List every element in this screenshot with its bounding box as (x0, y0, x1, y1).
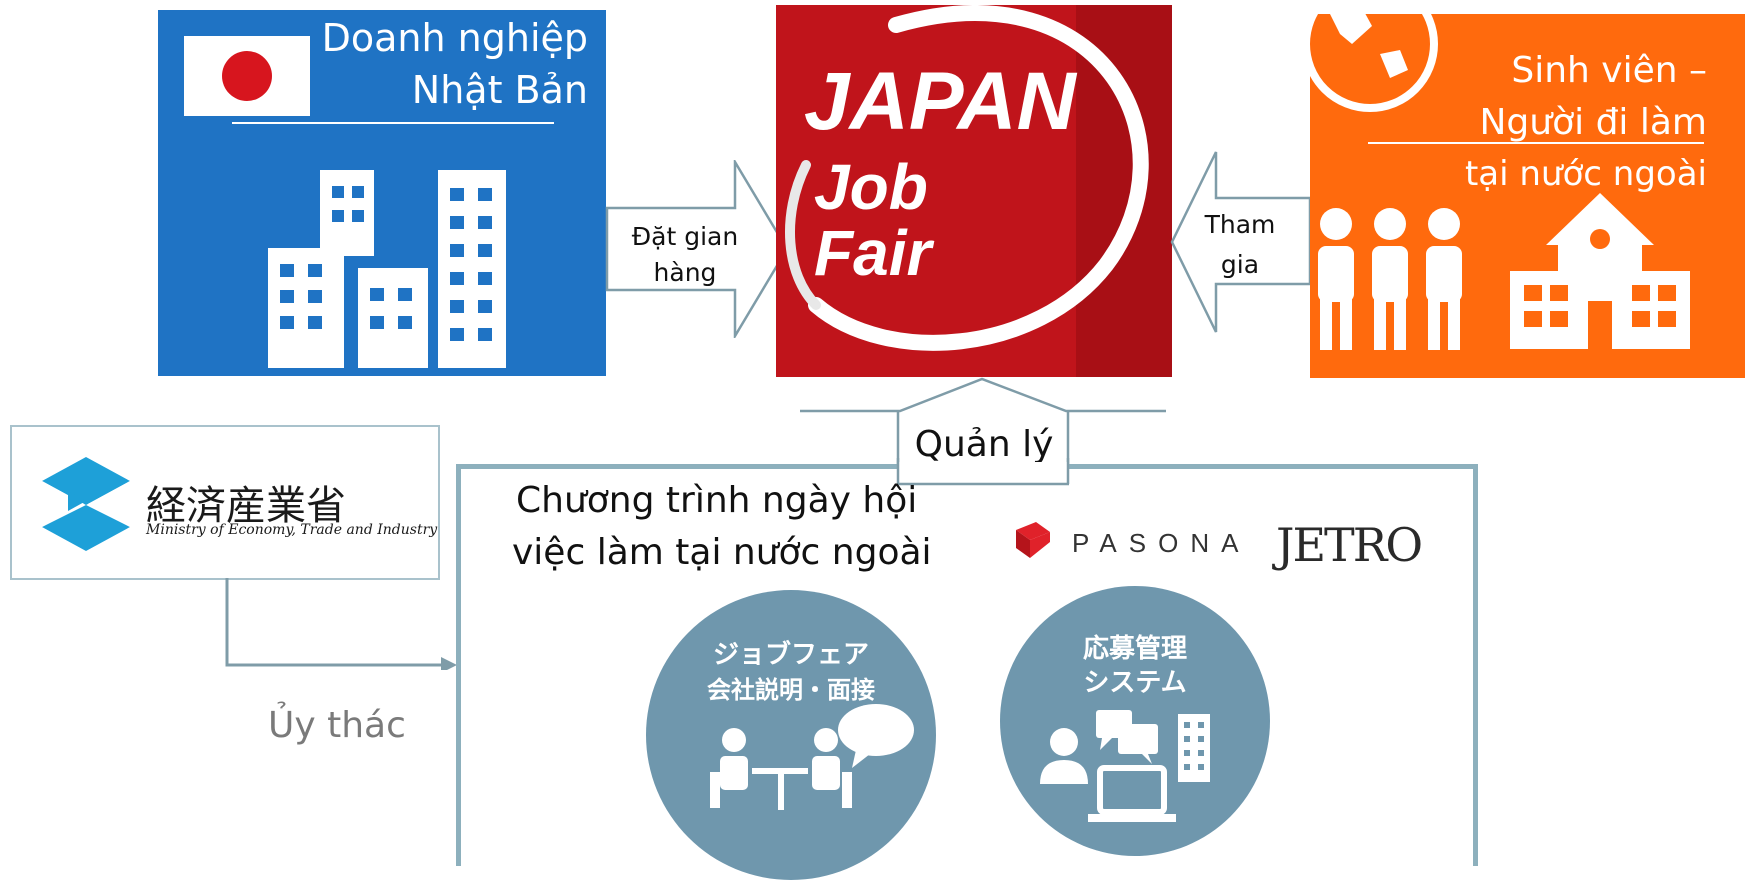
entrust-label: Ủy thác (268, 705, 406, 746)
management-arrow (800, 377, 1166, 485)
participate-arrow-label-line2: gia (1220, 250, 1260, 279)
pasona-logo-icon (1016, 522, 1050, 558)
booth-arrow-label-line1: Đặt gian (631, 222, 739, 251)
companies-title-line2: Nhật Bản (411, 68, 588, 112)
job-fair-circle-line1: ジョブフェア (712, 640, 869, 670)
job-fair-line2: Job (814, 151, 928, 223)
students-box: Sinh viên – Người đi làm tại nước ngoài (1310, 14, 1745, 378)
participate-arrow (1170, 151, 1312, 333)
companies-title-line1: Doanh nghiệp (321, 16, 588, 60)
job-fair-circle: ジョブフェア 会社説明・面接 (646, 590, 936, 880)
meti-english: Ministry of Economy, Trade and Industry (146, 522, 438, 538)
participate-arrow-label-line1: Tham (1204, 210, 1276, 239)
management-arrow-label: Quản lý (914, 424, 1054, 465)
program-box (456, 464, 1478, 866)
jetro-wordmark: JETRO (1276, 518, 1423, 572)
students-title-line1: Sinh viên – (1511, 50, 1707, 91)
program-title-line1: Chương trình ngày hội (516, 480, 918, 521)
job-fair-circle-line2: 会社説明・面接 (707, 676, 875, 704)
japan-flag-icon (184, 36, 310, 116)
school-icon (1510, 193, 1690, 349)
companies-divider (232, 122, 554, 124)
job-fair-logo: JAPAN Job Fair (776, 5, 1172, 377)
meti-logo-icon (42, 457, 130, 551)
pasona-wordmark: PASONA (1072, 528, 1251, 558)
application-system-circle: 応募管理 システム (1000, 586, 1270, 856)
people-icon (1318, 208, 1462, 350)
entrust-connector (225, 578, 457, 670)
program-title-line2: việc làm tại nước ngoài (512, 532, 932, 573)
application-system-circle-line2: システム (1083, 668, 1187, 698)
booth-arrow-label-line2: hàng (653, 258, 717, 287)
booth-arrow (605, 160, 789, 338)
students-divider (1368, 142, 1704, 144)
buildings-icon (268, 170, 506, 368)
job-fair-line3: Fair (814, 217, 932, 289)
companies-box: Doanh nghiệp Nhật Bản (158, 10, 606, 376)
students-title-line3: tại nước ngoài (1464, 154, 1707, 194)
globe-icon (1310, 14, 1438, 112)
application-system-circle-line1: 応募管理 (1082, 634, 1187, 664)
system-icon (1040, 710, 1210, 822)
students-title-line2: Người đi làm (1479, 102, 1708, 143)
interview-icon (710, 704, 914, 810)
meti-box: 経済産業省 Ministry of Economy, Trade and Ind… (10, 425, 440, 580)
meti-kanji: 経済産業省 (146, 483, 346, 529)
job-fair-line1: JAPAN (804, 56, 1076, 147)
